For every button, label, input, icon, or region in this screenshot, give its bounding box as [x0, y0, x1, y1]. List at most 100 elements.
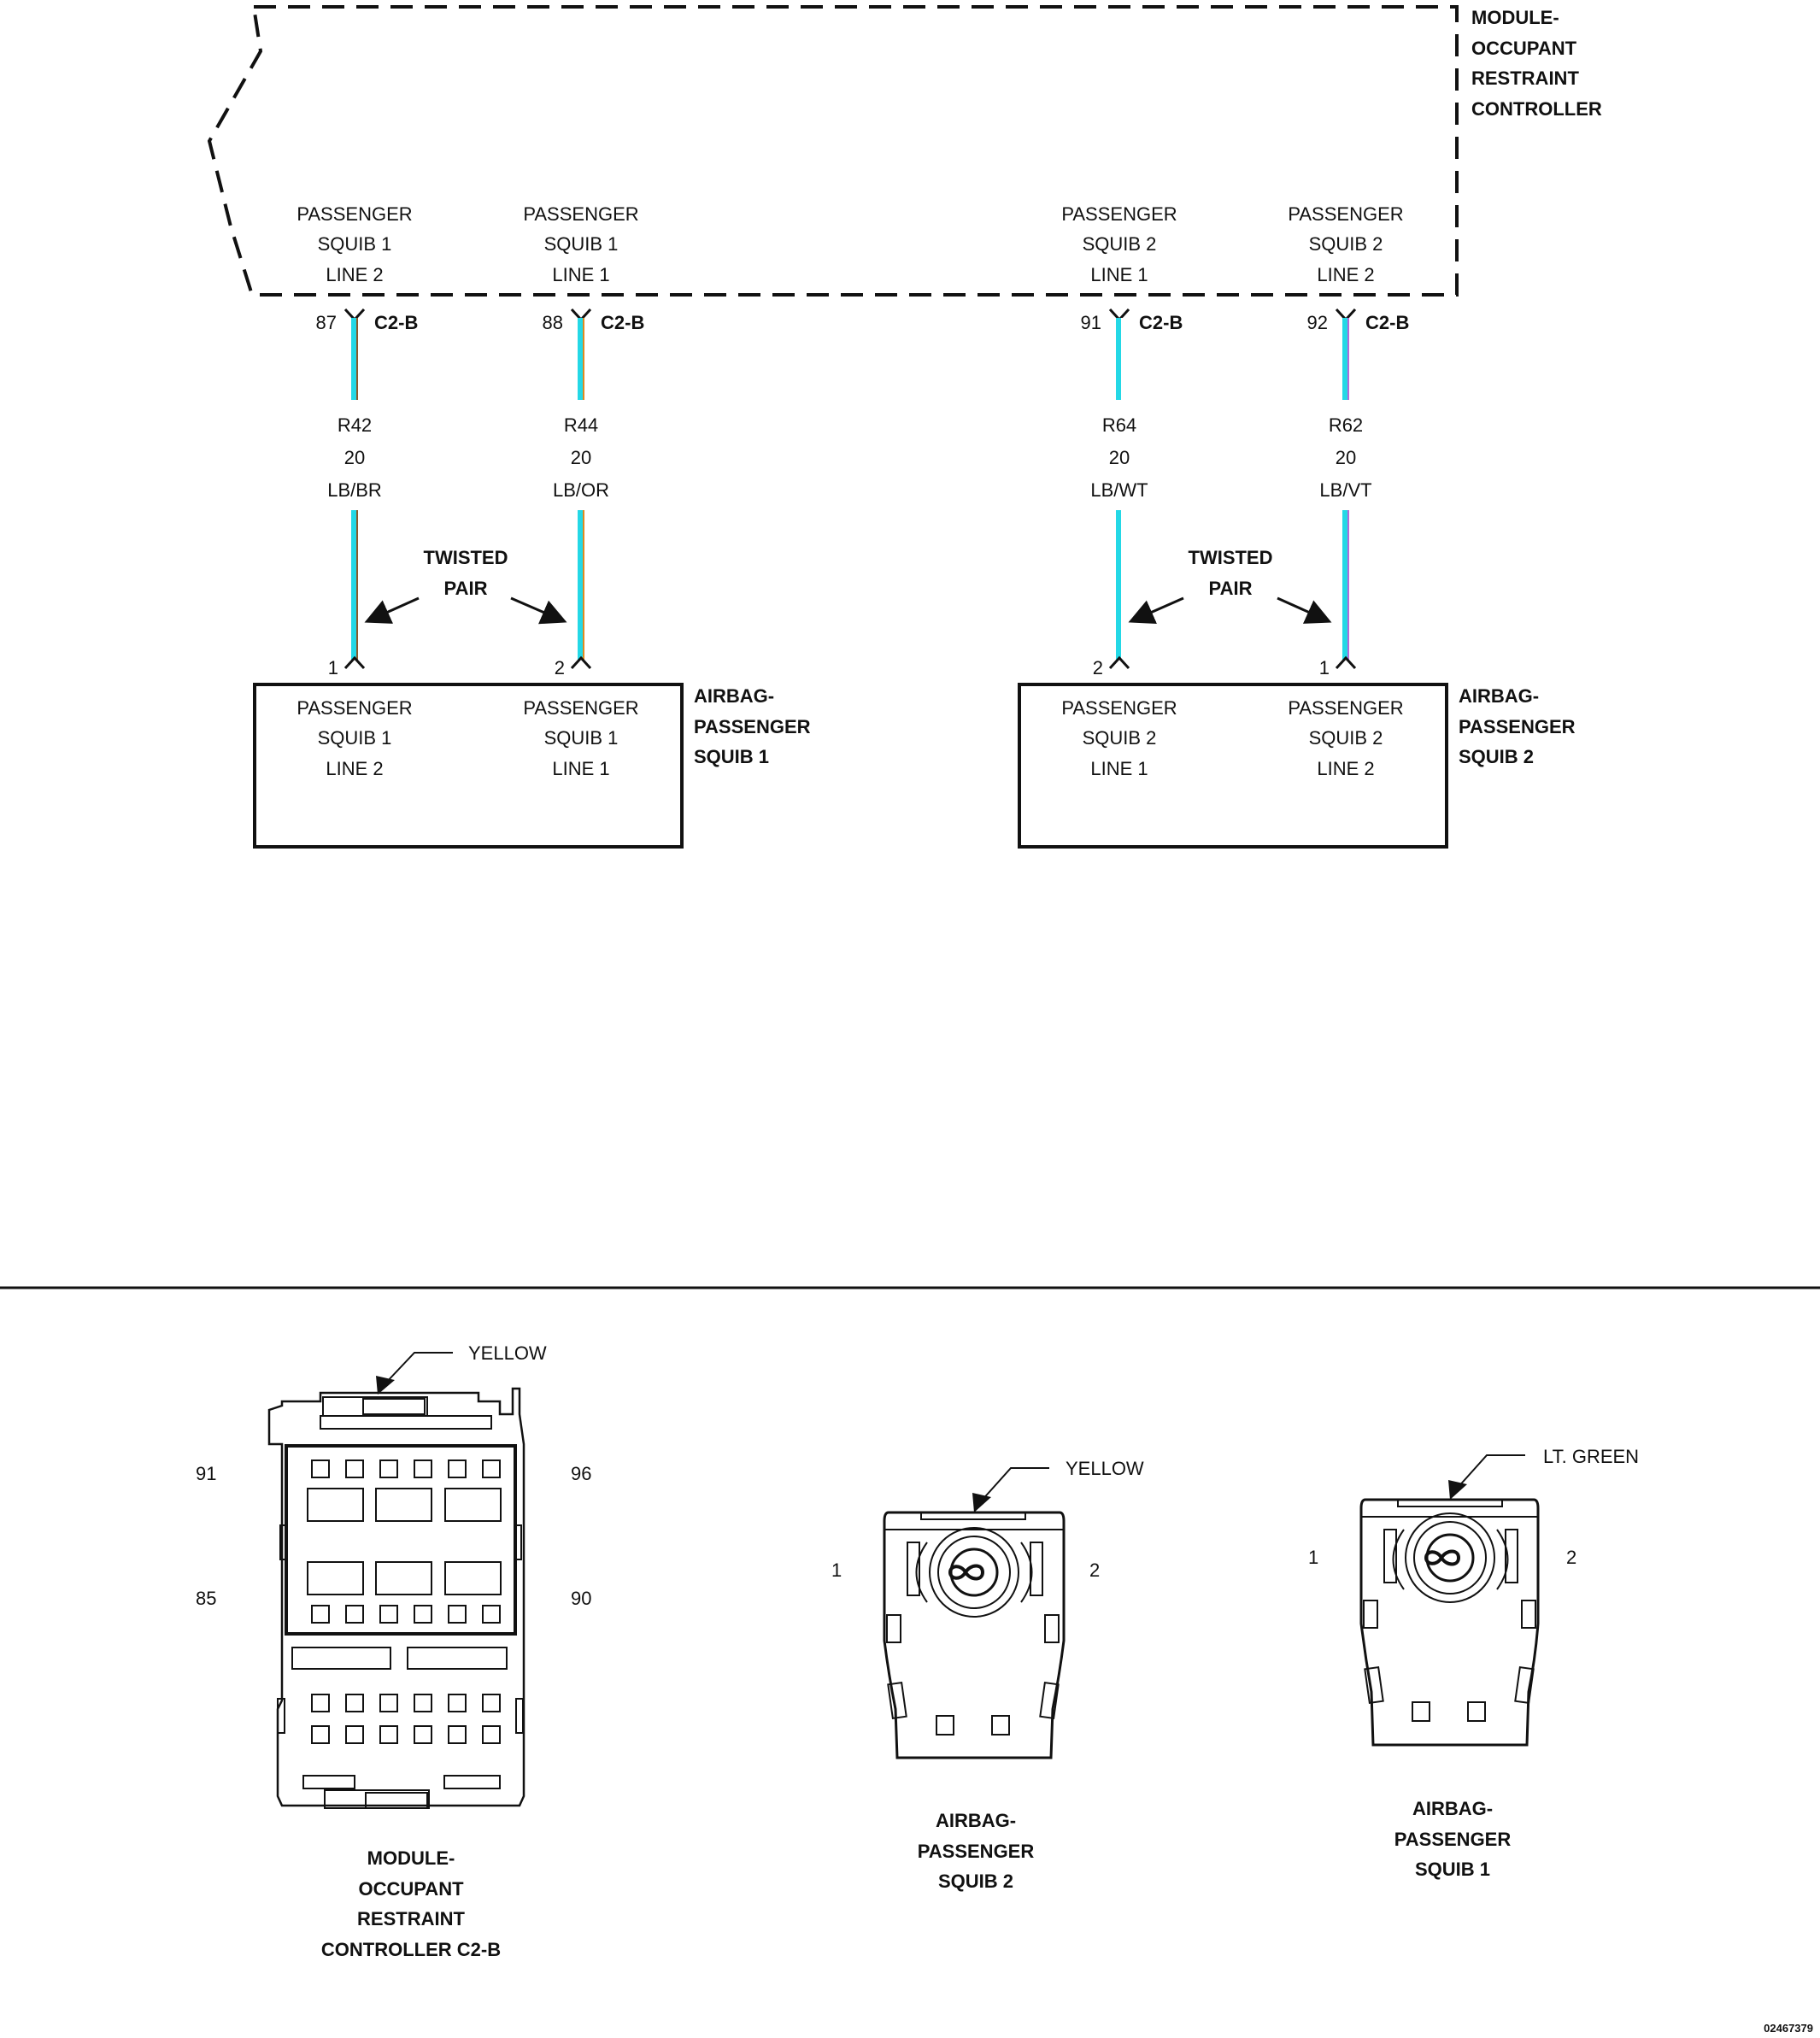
squib-1-left-tab	[1363, 1600, 1378, 1629]
orc-terminal-cavity	[311, 1605, 330, 1624]
orc-top-latch	[322, 1396, 428, 1417]
module-terminal-label-1: PASSENGER SQUIB 1 LINE 2	[296, 203, 412, 285]
twisted-pair-arrow-right	[510, 596, 567, 625]
label-text: PASSENGER	[296, 697, 412, 719]
wire-color-code: LB/WT	[1090, 479, 1148, 501]
airbag-passenger-squib-2-component: AIRBAG- PASSENGER SQUIB 2 PASSENGER SQUI…	[1018, 683, 1576, 849]
connector-name: C2-B	[1365, 312, 1409, 333]
squib-2-socket-outer	[929, 1527, 1019, 1618]
orc-terminal-cavity	[345, 1694, 364, 1712]
orc-cavity-row-4	[311, 1725, 501, 1744]
orc-large-cavity	[307, 1561, 364, 1595]
squib-1-terminal-window-1	[1412, 1701, 1430, 1722]
orc-large-cavity-row-1	[307, 1488, 502, 1522]
squib-2-title-line-2: PASSENGER	[1459, 716, 1576, 737]
component-pin-number: 2	[1093, 657, 1103, 678]
component-pin-number: 1	[1319, 657, 1330, 678]
orc-terminal-cavity	[379, 1459, 398, 1478]
label-text: LINE 2	[326, 264, 383, 285]
module-title-line-1: MODULE-	[1471, 7, 1559, 28]
label-text: SQUIB 2	[1309, 233, 1383, 255]
orc-bottom-latch-inner	[365, 1792, 428, 1809]
orc-terminal-cavity	[448, 1694, 467, 1712]
component-pin-symbol	[1108, 655, 1130, 670]
orc-caption-line-2: OCCUPANT	[358, 1878, 464, 1900]
orc-terminal-cavity	[345, 1605, 364, 1624]
label-text: PASSENGER	[1288, 203, 1403, 225]
twisted-pair-label-line-1: TWISTED	[424, 547, 508, 568]
squib-2-pin-label-1: 1	[831, 1559, 842, 1581]
module-occupant-restraint-controller: MODULE- OCCUPANT RESTRAINT CONTROLLER PA…	[207, 5, 1602, 297]
orc-color-leader	[384, 1352, 453, 1385]
orc-side-tab-left	[279, 1524, 288, 1560]
squib-1-connector-housing	[1359, 1498, 1540, 1747]
squib-2-color-label: YELLOW	[1066, 1458, 1144, 1479]
connector-view-squib-1: LT. GREEN 1 2 AIRBAG- PASSENGER SQUIB 1	[1308, 1446, 1639, 1880]
twisted-pair-arrow-left	[364, 596, 420, 624]
squib-2-color-arrowhead	[972, 1493, 991, 1512]
squib-1-left-guide	[1383, 1529, 1397, 1583]
connector-name: C2-B	[374, 312, 418, 333]
orc-lower-tab-right	[515, 1698, 524, 1734]
label-text: PASSENGER	[1061, 203, 1177, 225]
orc-connector-housing	[267, 1387, 525, 1807]
label-text: LINE 1	[1090, 758, 1148, 779]
squib-1-pin-label-1: 1	[1308, 1547, 1318, 1568]
module-terminal-label-3: PASSENGER SQUIB 2 LINE 1	[1061, 203, 1177, 285]
label-text: SQUIB 1	[544, 233, 619, 255]
squib-1-left-lower-tab	[1364, 1665, 1384, 1705]
orc-terminal-cavity	[414, 1605, 432, 1624]
orc-terminal-cavity	[482, 1694, 501, 1712]
orc-large-cavity	[375, 1488, 432, 1522]
twisted-pair-label-line-1: TWISTED	[1189, 547, 1273, 568]
orc-terminal-cavity	[311, 1725, 330, 1744]
module-pin-number: 92	[1307, 312, 1328, 333]
squib-2-terminal-label-2: PASSENGER SQUIB 2 LINE 2	[1288, 697, 1403, 779]
squib-2-right-tab	[1044, 1614, 1060, 1643]
squib-1-left-arc	[1392, 1529, 1405, 1590]
squib-2-connector-housing	[883, 1511, 1066, 1759]
orc-terminal-cavity	[448, 1725, 467, 1744]
orc-terminal-cavity	[482, 1725, 501, 1744]
orc-color-arrowhead	[376, 1376, 395, 1395]
label-text: SQUIB 2	[1083, 233, 1157, 255]
orc-caption-line-1: MODULE-	[367, 1847, 455, 1869]
wire-gauge: 20	[1109, 447, 1130, 468]
orc-terminal-cavity	[414, 1694, 432, 1712]
squib-1-right-tab	[1521, 1600, 1536, 1629]
squib-1-terminal-label-2: PASSENGER SQUIB 1 LINE 1	[523, 697, 638, 779]
orc-terminal-cavity	[482, 1605, 501, 1624]
module-title-line-3: RESTRAINT	[1471, 68, 1579, 89]
label-text: SQUIB 2	[1309, 727, 1383, 749]
orc-slot-right	[407, 1647, 508, 1670]
squib-2-socket-mid	[937, 1536, 1011, 1609]
squib-2-terminal-label-1: PASSENGER SQUIB 2 LINE 1	[1061, 697, 1177, 779]
squib-1-right-guide	[1505, 1529, 1518, 1583]
orc-lower-tab-left	[277, 1698, 285, 1734]
wire-gauge: 20	[344, 447, 365, 468]
twisted-pair-arrow-left	[1128, 596, 1184, 625]
orc-large-cavity	[444, 1561, 502, 1595]
circuit-id: R62	[1329, 414, 1363, 436]
squib-1-title-line-2: PASSENGER	[694, 716, 811, 737]
squib-1-title-line-3: SQUIB 1	[694, 746, 769, 767]
orc-terminal-cavity	[482, 1459, 501, 1478]
orc-terminal-cavity	[379, 1694, 398, 1712]
squib-2-caption-line-1: AIRBAG-	[936, 1810, 1016, 1831]
orc-terminal-cavity	[379, 1725, 398, 1744]
orc-large-cavity-row-2	[307, 1561, 502, 1595]
orc-large-cavity	[375, 1561, 432, 1595]
orc-cavity-row-2	[311, 1605, 501, 1624]
label-text: PASSENGER	[523, 697, 638, 719]
circuit-id: R42	[338, 414, 372, 436]
squib-1-caption-line-1: AIRBAG-	[1412, 1798, 1493, 1819]
label-text: PASSENGER	[523, 203, 638, 225]
orc-top-rail	[320, 1415, 492, 1430]
module-title-line-2: OCCUPANT	[1471, 38, 1577, 59]
connector-name: C2-B	[1139, 312, 1183, 333]
orc-pin-label-90: 90	[571, 1588, 591, 1609]
connector-view-squib-2: YELLOW 1 2 AIRBAG- PASSENGER SQUIB 2	[831, 1458, 1144, 1892]
module-dashed-outline	[207, 5, 1459, 297]
squib-1-infinity-icon	[1424, 1549, 1461, 1566]
orc-pin-label-85: 85	[196, 1588, 216, 1609]
